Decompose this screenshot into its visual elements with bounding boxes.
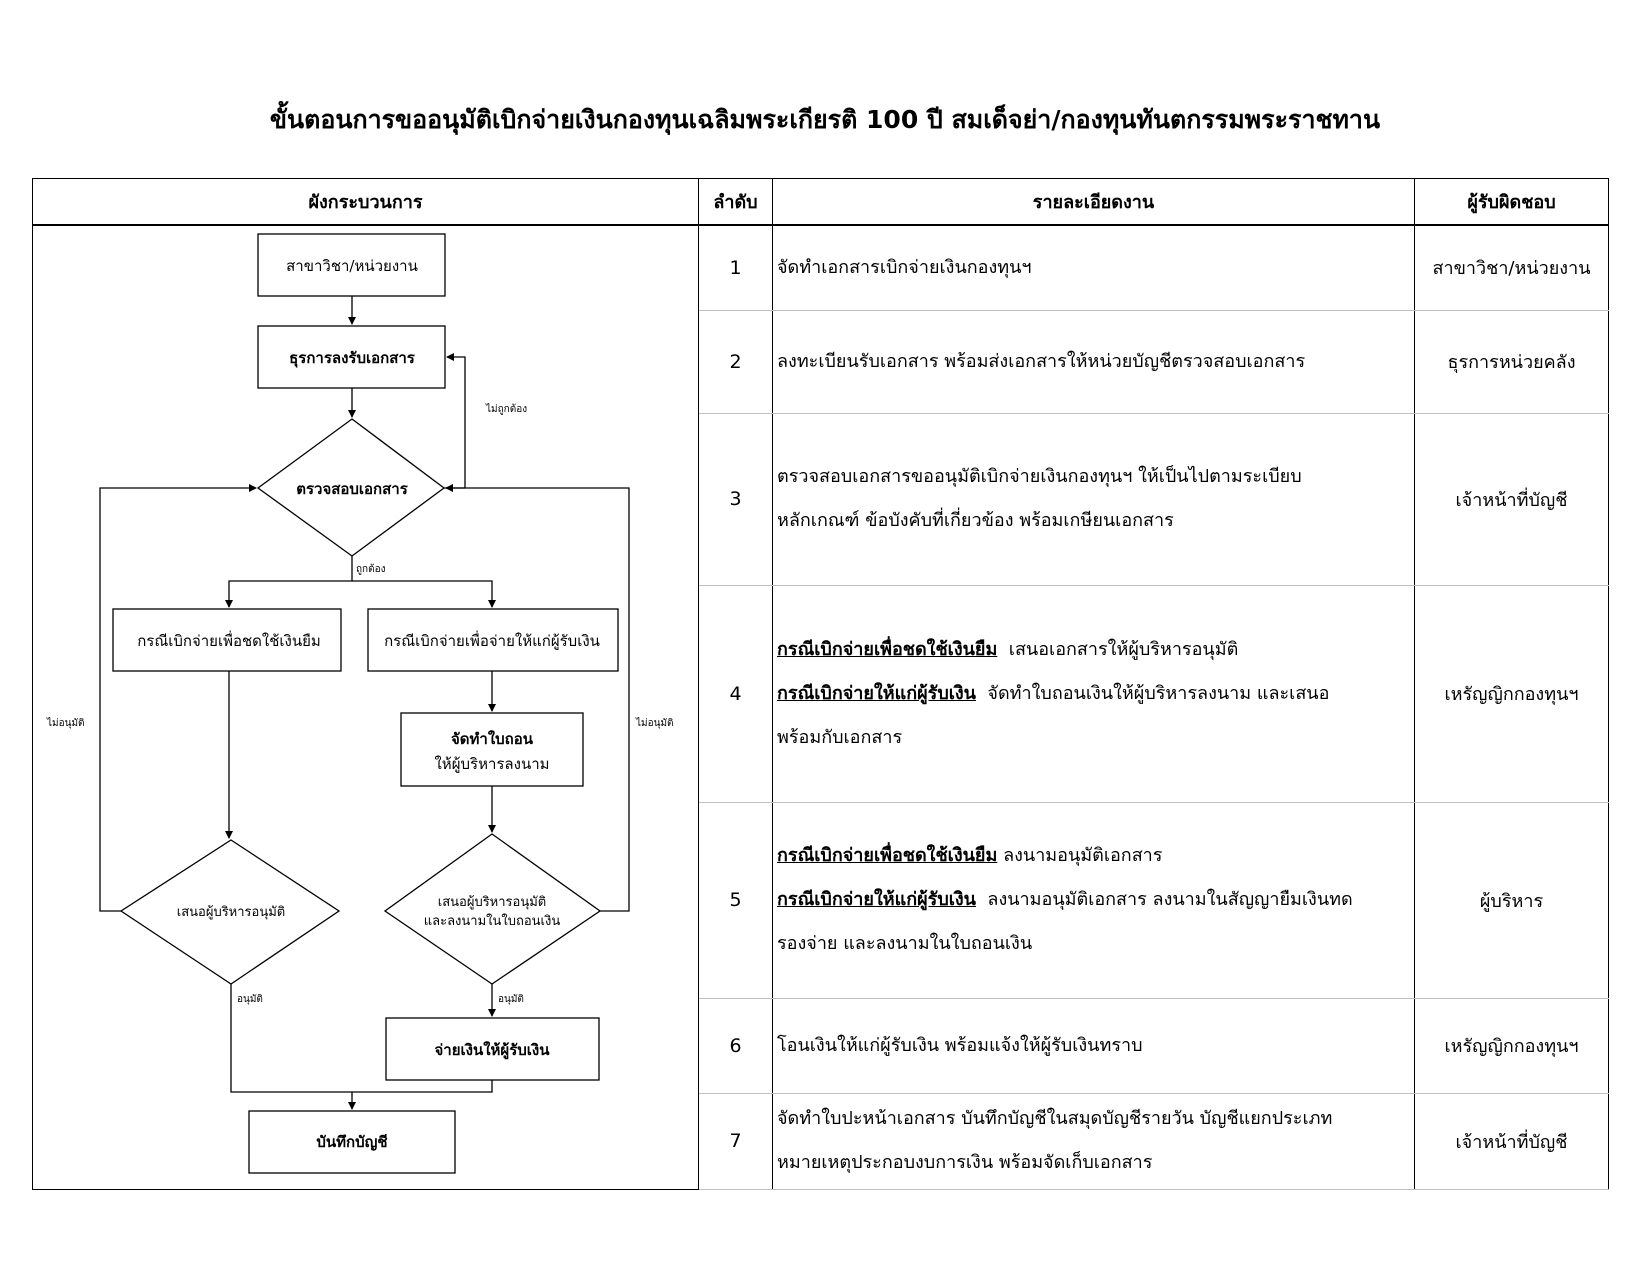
detail-text: ลงทะเบียนรับเอกสาร พร้อมส่งเอกสารให้หน่ว…: [777, 350, 1306, 372]
detail-line: กรณีเบิกจ่ายเพื่อชดใช้เงินยืม เสนอเอกสาร…: [777, 628, 1406, 672]
box-record: [248, 1110, 456, 1174]
detail-line: จัดทำเอกสารเบิกจ่ายเงินกองทุนฯ: [777, 246, 1406, 290]
detail-line: กรณีเบิกจ่ายให้แก่ผู้รับเงิน ลงนามอนุมัต…: [777, 878, 1406, 922]
header-order: ลำดับ: [698, 178, 773, 226]
detail-text: จัดทำเอกสารเบิกจ่ายเงินกองทุนฯ: [777, 256, 1032, 278]
detail-text: หมายเหตุประกอบงบการเงิน พร้อมจัดเก็บเอกส…: [777, 1152, 1153, 1173]
detail-line: พร้อมกับเอกสาร: [777, 716, 1406, 760]
detail-line: หลักเกณฑ์ ข้อบังคับที่เกี่ยวข้อง พร้อมเก…: [777, 499, 1406, 543]
row-number: 6: [698, 997, 773, 1094]
detail-line: ตรวจสอบเอกสารขออนุมัติเบิกจ่ายเงินกองทุน…: [777, 455, 1406, 499]
detail-text: ลงนามอนุมัติเอกสาร: [997, 845, 1163, 866]
detail-line: กรณีเบิกจ่ายให้แก่ผู้รับเงิน จัดทำใบถอนเ…: [777, 672, 1406, 716]
node-prepare-line1: จัดทำใบถอน: [451, 730, 534, 748]
node-record: บันทึกบัญชี: [316, 1133, 387, 1151]
table-row: 4 กรณีเบิกจ่ายเพื่อชดใช้เงินยืม เสนอเอกส…: [33, 584, 1609, 803]
detail-text: ตรวจสอบเอกสารขออนุมัติเบิกจ่ายเงินกองทุน…: [777, 466, 1302, 487]
table-row: สาขาวิชา/หน่วยงาน ธุรการลงรับเอกสาร ตรวจ…: [32, 224, 1609, 1190]
row-responsible: ผู้บริหาร: [1414, 801, 1609, 999]
node-start: สาขาวิชา/หน่วยงาน: [286, 257, 418, 275]
label-correct: ถูกต้อง: [356, 563, 386, 575]
page-title: ขั้นตอนการขออนุมัติเบิกจ่ายเงินกองทุนเฉล…: [269, 105, 1381, 134]
row-number: 2: [698, 309, 773, 414]
row-number: 5: [698, 801, 773, 999]
node-pay: จ่ายเงินให้ผู้รับเงิน: [435, 1041, 551, 1060]
row-detail: โอนเงินให้แก่ผู้รับเงิน พร้อมแจ้งให้ผู้ร…: [772, 997, 1415, 1094]
row-responsible: สาขาวิชา/หน่วยงาน: [1414, 224, 1609, 311]
flowchart-cell: สาขาวิชา/หน่วยงาน ธุรการลงรับเอกสาร ตรวจ…: [32, 224, 699, 1190]
detail-line: หมายเหตุประกอบงบการเงิน พร้อมจัดเก็บเอกส…: [777, 1141, 1406, 1185]
row-number: 1: [698, 224, 773, 311]
node-register: ธุรการลงรับเอกสาร: [289, 349, 416, 368]
detail-line: ลงทะเบียนรับเอกสาร พร้อมส่งเอกสารให้หน่ว…: [777, 340, 1406, 384]
row-responsible: เหรัญญิกกองทุนฯ: [1414, 584, 1609, 803]
row-detail: กรณีเบิกจ่ายเพื่อชดใช้เงินยืม เสนอเอกสาร…: [772, 584, 1415, 803]
box-case-pay: [367, 608, 619, 672]
row-number: 7: [698, 1092, 773, 1190]
row-number: 4: [698, 584, 773, 803]
detail-case-label: กรณีเบิกจ่ายให้แก่ผู้รับเงิน: [777, 682, 976, 704]
detail-text: ลงนามอนุมัติเอกสาร ลงนามในสัญญายืมเงินทด: [975, 889, 1353, 910]
row-number: 3: [698, 412, 773, 586]
detail-line: รองจ่าย และลงนามในใบถอนเงิน: [777, 922, 1406, 966]
table-header-row: ผังกระบวนการ ลำดับ รายละเอียดงาน ผู้รับผ…: [32, 178, 1609, 226]
row-responsible: เจ้าหน้าที่บัญชี: [1414, 412, 1609, 586]
detail-line: โอนเงินให้แก่ผู้รับเงิน พร้อมแจ้งให้ผู้ร…: [777, 1024, 1406, 1068]
detail-text: หลักเกณฑ์ ข้อบังคับที่เกี่ยวข้อง พร้อมเก…: [777, 510, 1174, 531]
detail-case-label: กรณีเบิกจ่ายเพื่อชดใช้เงินยืม: [777, 638, 998, 660]
node-prepare-line2: ให้ผู้บริหารลงนาม: [434, 755, 549, 773]
row-detail: จัดทำเอกสารเบิกจ่ายเงินกองทุนฯ: [772, 224, 1415, 311]
header-flow: ผังกระบวนการ: [32, 178, 699, 226]
row-detail: กรณีเบิกจ่ายเพื่อชดใช้เงินยืม ลงนามอนุมั…: [772, 801, 1415, 999]
detail-text: รองจ่าย และลงนามในใบถอนเงิน: [777, 933, 1033, 954]
table-row: 6 โอนเงินให้แก่ผู้รับเงิน พร้อมแจ้งให้ผู…: [33, 997, 1609, 1094]
row-responsible: เหรัญญิกกองทุนฯ: [1414, 997, 1609, 1094]
detail-text: โอนเงินให้แก่ผู้รับเงิน พร้อมแจ้งให้ผู้ร…: [777, 1034, 1143, 1056]
process-table: ผังกระบวนการ ลำดับ รายละเอียดงาน ผู้รับผ…: [32, 178, 1609, 1190]
label-not-approved-left: ไม่อนุมัติ: [46, 717, 85, 729]
table-row: 3 ตรวจสอบเอกสารขออนุมัติเบิกจ่ายเงินกองท…: [33, 412, 1609, 586]
label-not-approved-right: ไม่อนุมัติ: [635, 717, 674, 729]
node-propose-sign-line2: และลงนามในใบถอนเงิน: [424, 913, 561, 929]
row-detail: จัดทำใบปะหน้าเอกสาร บันทึกบัญชีในสมุดบัญ…: [772, 1092, 1415, 1190]
row-detail: ลงทะเบียนรับเอกสาร พร้อมส่งเอกสารให้หน่ว…: [772, 309, 1415, 414]
detail-case-label: กรณีเบิกจ่ายเพื่อชดใช้เงินยืม: [777, 845, 998, 866]
detail-line: จัดทำใบปะหน้าเอกสาร บันทึกบัญชีในสมุดบัญ…: [777, 1097, 1406, 1141]
node-case-pay: กรณีเบิกจ่ายเพื่อจ่ายให้แก่ผู้รับเงิน: [384, 630, 600, 650]
detail-text: พร้อมกับเอกสาร: [777, 726, 903, 748]
table-row: 5 กรณีเบิกจ่ายเพื่อชดใช้เงินยืม ลงนามอนุ…: [33, 801, 1609, 999]
table-row: 7 จัดทำใบปะหน้าเอกสาร บันทึกบัญชีในสมุดบ…: [33, 1092, 1609, 1190]
row-responsible: ธุรการหน่วยคลัง: [1414, 309, 1609, 414]
label-approved-left: อนุมัติ: [237, 994, 263, 1005]
box-case-loan: [112, 608, 342, 672]
node-propose-exec: เสนอผู้บริหารอนุมัติ: [177, 905, 285, 920]
node-check: ตรวจสอบเอกสาร: [296, 480, 408, 498]
table-row: 2 ลงทะเบียนรับเอกสาร พร้อมส่งเอกสารให้หน…: [33, 309, 1609, 414]
node-propose-sign-line1: เสนอผู้บริหารอนุมัติ: [438, 895, 546, 910]
detail-line: กรณีเบิกจ่ายเพื่อชดใช้เงินยืม ลงนามอนุมั…: [777, 834, 1406, 878]
detail-text: เสนอเอกสารให้ผู้บริหารอนุมัติ: [997, 638, 1239, 660]
flowchart: สาขาวิชา/หน่วยงาน ธุรการลงรับเอกสาร ตรวจ…: [46, 233, 674, 1174]
node-case-loan: กรณีเบิกจ่ายเพื่อชดใช้เงินยืม: [137, 630, 321, 650]
detail-text: จัดทำใบปะหน้าเอกสาร บันทึกบัญชีในสมุดบัญ…: [777, 1108, 1333, 1129]
header-detail: รายละเอียดงาน: [772, 178, 1415, 226]
row-responsible: เจ้าหน้าที่บัญชี: [1414, 1092, 1609, 1190]
row-detail: ตรวจสอบเอกสารขออนุมัติเบิกจ่ายเงินกองทุน…: [772, 412, 1415, 586]
label-approved-right: อนุมัติ: [498, 994, 524, 1005]
label-incorrect: ไม่ถูกต้อง: [485, 403, 527, 415]
header-responsible: ผู้รับผิดชอบ: [1414, 178, 1609, 226]
box-prepare: [400, 712, 584, 787]
detail-case-label: กรณีเบิกจ่ายให้แก่ผู้รับเงิน: [777, 889, 976, 910]
detail-text: จัดทำใบถอนเงินให้ผู้บริหารลงนาม และเสนอ: [975, 682, 1330, 704]
